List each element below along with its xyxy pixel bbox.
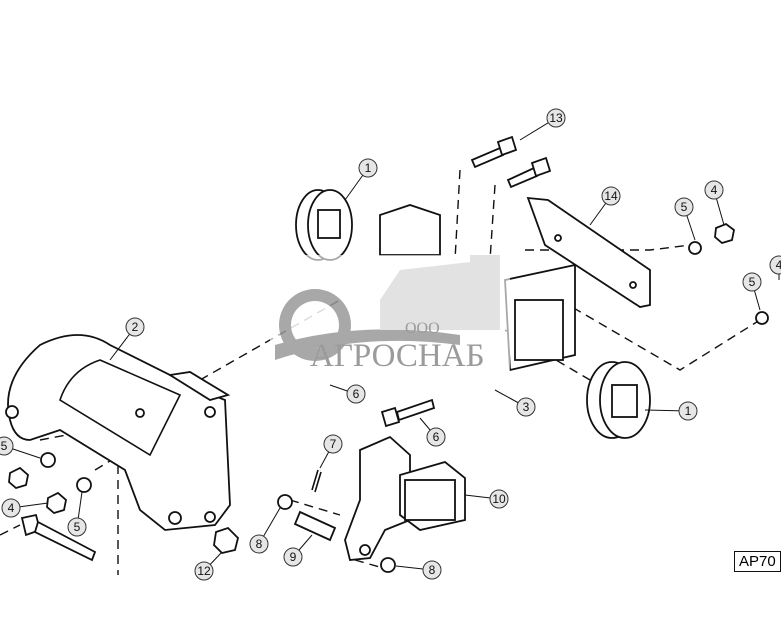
callout-circle bbox=[769, 255, 781, 275]
callout-circle bbox=[358, 158, 378, 178]
callout-6: 6 bbox=[419, 417, 446, 447]
callout-circle bbox=[125, 317, 145, 337]
bolt-13-lower bbox=[506, 156, 552, 189]
washer-8 bbox=[380, 557, 396, 573]
callout-circle bbox=[489, 489, 509, 509]
callout-circle bbox=[742, 272, 762, 292]
callout-number: 4 bbox=[8, 501, 15, 515]
callout-number: 1 bbox=[685, 404, 692, 418]
callout-circle bbox=[194, 561, 214, 581]
callout-4: 4 bbox=[1, 498, 49, 518]
callout-circle bbox=[704, 180, 724, 200]
callout-5: 5 bbox=[67, 491, 87, 537]
callout-circle bbox=[0, 436, 14, 456]
callout-5: 5 bbox=[742, 272, 762, 311]
callout-number: 7 bbox=[330, 437, 337, 451]
callout-number: 5 bbox=[74, 520, 81, 534]
callout-4: 4 bbox=[704, 180, 725, 226]
callout-circle bbox=[678, 401, 698, 421]
cotter-pin-7 bbox=[311, 469, 322, 493]
callout-number: 4 bbox=[776, 258, 781, 272]
bolt-13-upper bbox=[470, 135, 518, 169]
washer-5 bbox=[40, 452, 56, 468]
callout-14: 14 bbox=[589, 186, 621, 226]
bushing-1-lower bbox=[586, 361, 651, 439]
callout-circle bbox=[546, 108, 566, 128]
callout-number: 4 bbox=[711, 183, 718, 197]
main-tube bbox=[379, 204, 576, 372]
callout-number: 10 bbox=[492, 492, 506, 506]
callout-number: 8 bbox=[256, 537, 263, 551]
plate-14 bbox=[526, 196, 651, 308]
callout-1: 1 bbox=[344, 158, 378, 201]
callout-number: 8 bbox=[429, 563, 436, 577]
bushing-1-upper bbox=[295, 189, 353, 261]
arm-10 bbox=[344, 435, 466, 561]
callout-number: 5 bbox=[681, 200, 688, 214]
callout-number: 12 bbox=[197, 564, 211, 578]
callout-6: 6 bbox=[329, 384, 366, 404]
bracket-2 bbox=[5, 334, 231, 531]
callout-number: 9 bbox=[290, 550, 297, 564]
callout-circle bbox=[249, 534, 269, 554]
callout-3: 3 bbox=[494, 389, 536, 417]
callout-circle bbox=[67, 517, 87, 537]
callout-number: 3 bbox=[523, 400, 530, 414]
callout-8: 8 bbox=[249, 507, 281, 554]
callout-number: 14 bbox=[604, 189, 618, 203]
callout-circle bbox=[422, 560, 442, 580]
diagram-code-label: AP70 bbox=[734, 551, 781, 572]
callout-7: 7 bbox=[319, 434, 343, 469]
callout-circle bbox=[1, 498, 21, 518]
callout-circle bbox=[346, 384, 366, 404]
callout-circle bbox=[516, 397, 536, 417]
callout-circle bbox=[426, 427, 446, 447]
nut-4 bbox=[46, 491, 67, 515]
callout-9: 9 bbox=[283, 534, 313, 567]
callout-2: 2 bbox=[109, 317, 145, 361]
callout-circle bbox=[323, 434, 343, 454]
watermark-name: АГРОСНАБ bbox=[310, 338, 485, 374]
nut bbox=[8, 466, 29, 490]
bolt-left bbox=[20, 513, 97, 562]
callout-number: 2 bbox=[132, 320, 139, 334]
callout-number: 6 bbox=[353, 387, 360, 401]
nut-12 bbox=[213, 526, 239, 554]
callout-number: 13 bbox=[549, 111, 563, 125]
callout-4: 4 bbox=[769, 255, 781, 280]
washer-5 bbox=[688, 241, 702, 255]
nut-4 bbox=[714, 222, 735, 245]
callout-5: 5 bbox=[674, 197, 696, 241]
callout-13: 13 bbox=[519, 108, 566, 141]
callout-1: 1 bbox=[644, 401, 698, 421]
washer-8 bbox=[277, 494, 293, 510]
callout-number: 5 bbox=[749, 275, 756, 289]
watermark-logo: ООО АГРОСНАБ bbox=[270, 255, 510, 380]
washer-5 bbox=[755, 311, 769, 325]
callout-number: 5 bbox=[1, 439, 8, 453]
callout-circle bbox=[283, 547, 303, 567]
callout-number: 1 bbox=[365, 161, 372, 175]
callout-circle bbox=[674, 197, 694, 217]
callout-10: 10 bbox=[464, 489, 509, 509]
bolt-6 bbox=[380, 398, 436, 428]
callout-12: 12 bbox=[194, 551, 223, 581]
callout-circle bbox=[601, 186, 621, 206]
callouts: 13 1 14 5 4 5 4 2 6 3 1 6 7 10 5 4 5 8 9 12 8 bbox=[0, 108, 781, 581]
watermark-prefix: ООО bbox=[405, 320, 440, 337]
washer-5 bbox=[76, 477, 92, 493]
callout-5: 5 bbox=[0, 436, 41, 459]
pin-9 bbox=[293, 510, 337, 542]
callout-number: 6 bbox=[433, 430, 440, 444]
callout-8: 8 bbox=[395, 560, 442, 580]
